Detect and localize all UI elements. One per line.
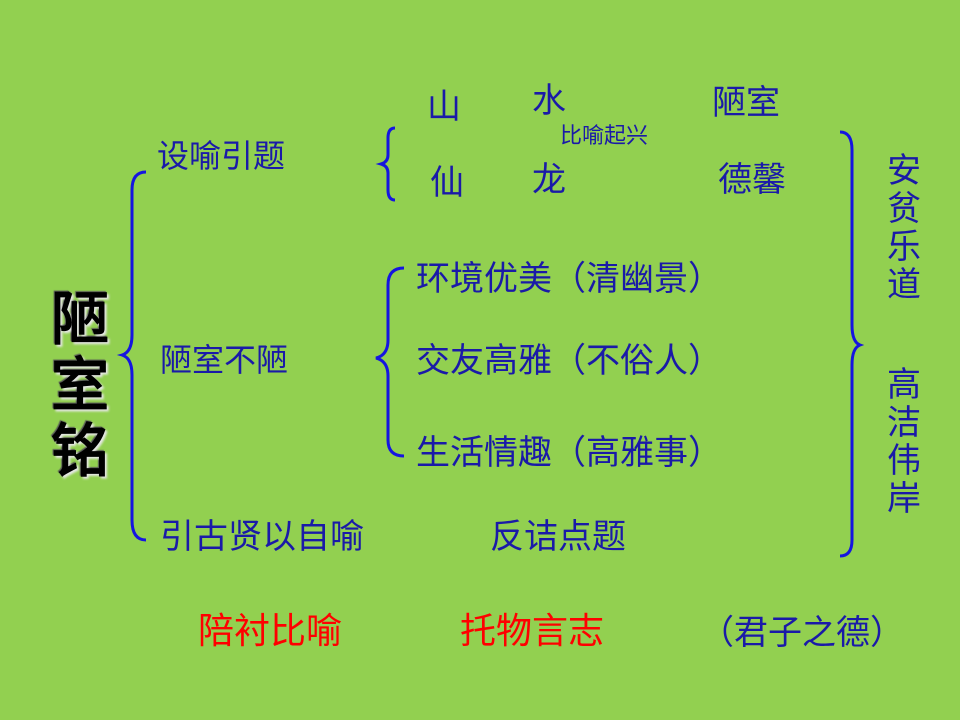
right-col-bottom: 高洁伟岸 (887, 365, 921, 519)
row2-virtue: 德馨 (718, 160, 786, 200)
bottom-gentleman: （君子之德） (700, 613, 904, 653)
title-vertical: 陋室铭 (50, 286, 110, 484)
row1-water: 水 (532, 81, 566, 121)
sub-item-environment: 环境优美（清幽景） (416, 259, 722, 299)
bottom-foil: 陪衬比喻 (198, 611, 343, 652)
main-brace (116, 170, 147, 542)
sub-item-life: 生活情趣（高雅事） (416, 433, 722, 473)
row1-room: 陋室 (712, 83, 780, 123)
branch-room: 陋室不陋 (160, 341, 289, 379)
branch-metaphor: 设喻引题 (157, 137, 286, 175)
row2-immortal: 仙 (430, 163, 464, 203)
right-brace (839, 130, 865, 558)
rhetorical-question: 反诘点题 (490, 517, 626, 557)
room-brace (375, 266, 405, 458)
bottom-aspiration: 托物言志 (460, 611, 605, 652)
sub-item-friends: 交友高雅（不俗人） (416, 341, 722, 381)
row2-dragon: 龙 (532, 160, 566, 200)
right-col-top: 安贫乐道 (887, 151, 921, 305)
row1-mountain: 山 (427, 87, 461, 127)
metaphor-brace (375, 126, 396, 202)
title-text: 陋室铭 (50, 285, 109, 485)
branch-ancients: 引古贤以自喻 (160, 517, 364, 557)
metaphor-note: 比喻起兴 (560, 124, 649, 149)
